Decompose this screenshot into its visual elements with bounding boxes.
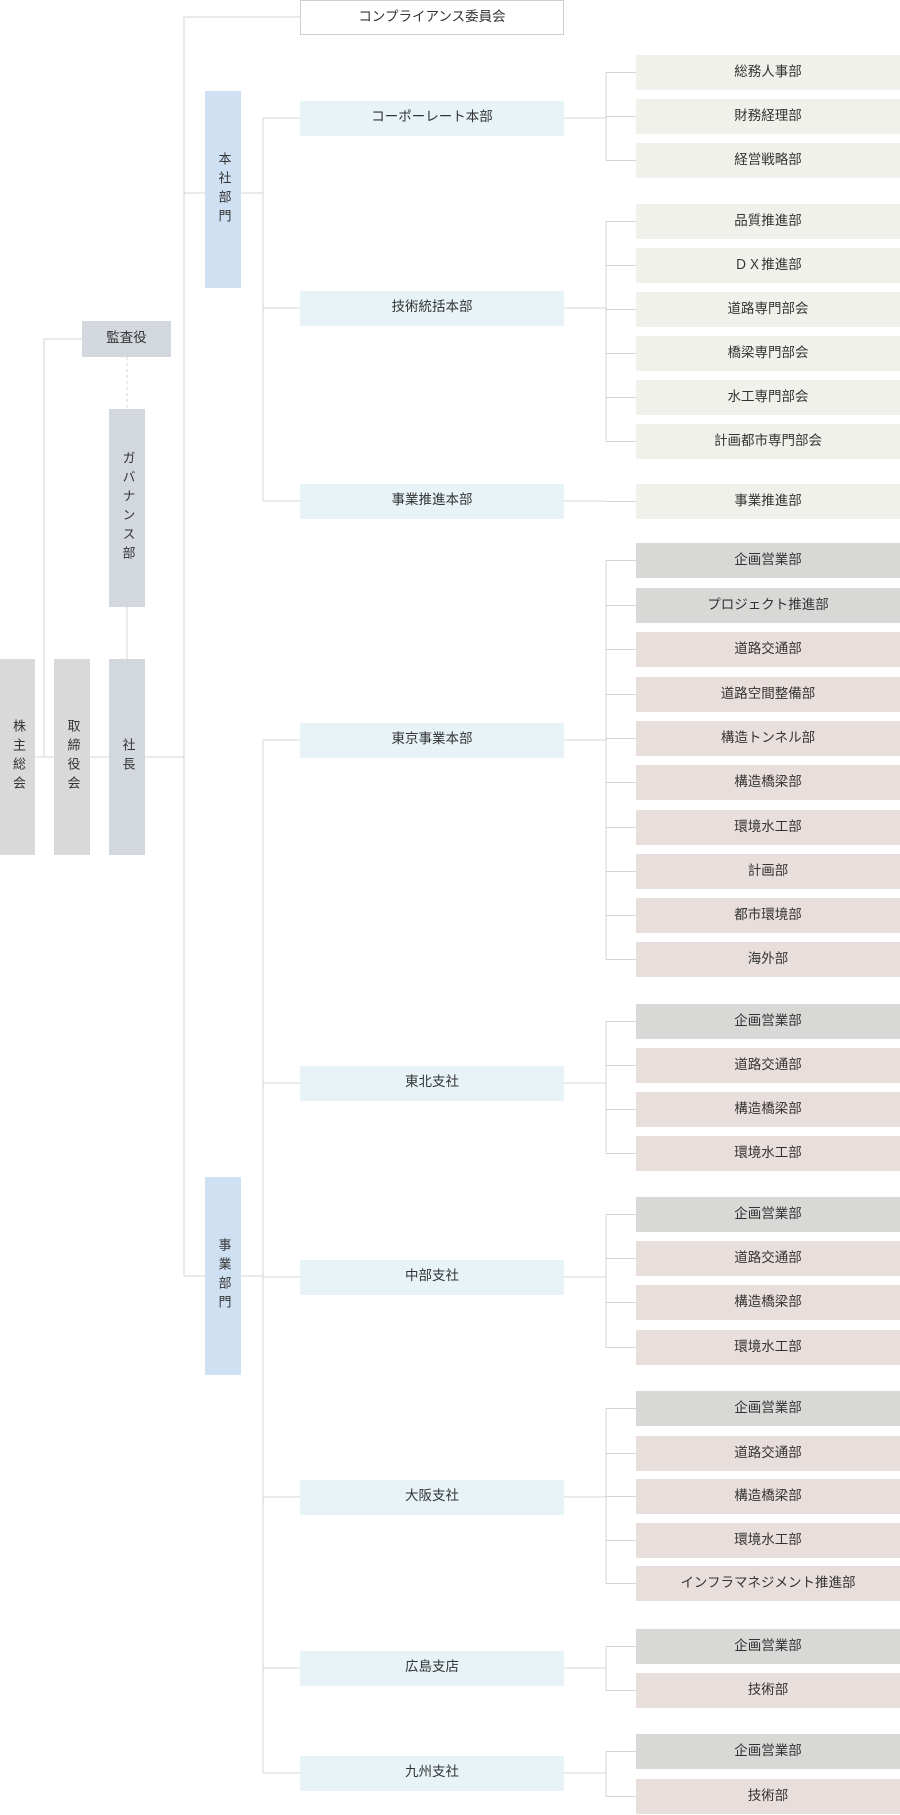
department-box: 道路専門部会 — [636, 292, 900, 327]
department-box: 総務人事部 — [636, 55, 900, 90]
department-box: 企画営業部 — [636, 1734, 900, 1769]
department-box: 構造橋梁部 — [636, 1092, 900, 1127]
shareholders-box: 株主総会 — [0, 659, 35, 855]
president-box: 社長 — [109, 659, 145, 855]
division-box: 中部支社 — [300, 1259, 564, 1295]
division-box: コーポーレート本部 — [300, 100, 564, 136]
department-box: 構造橋梁部 — [636, 765, 900, 800]
governance-box: ガバナンス部 — [109, 409, 145, 607]
department-box: 企画営業部 — [636, 1004, 900, 1039]
division-box: 広島支店 — [300, 1650, 564, 1686]
department-box: 企画営業部 — [636, 1629, 900, 1664]
department-box: 道路交通部 — [636, 1048, 900, 1083]
department-box: 道路交通部 — [636, 1241, 900, 1276]
department-box: 環境水工部 — [636, 1136, 900, 1171]
department-box: 道路空間整備部 — [636, 677, 900, 712]
department-box: 構造橋梁部 — [636, 1479, 900, 1514]
department-box: 都市環境部 — [636, 898, 900, 933]
division-box: 事業推進本部 — [300, 483, 564, 519]
department-box: 環境水工部 — [636, 1523, 900, 1558]
department-box: 事業推進部 — [636, 484, 900, 519]
department-box: 道路交通部 — [636, 1436, 900, 1471]
department-box: 技術部 — [636, 1779, 900, 1814]
department-box: 海外部 — [636, 942, 900, 977]
department-box: 経営戦略部 — [636, 143, 900, 178]
department-box: 財務経理部 — [636, 99, 900, 134]
department-box: 技術部 — [636, 1673, 900, 1708]
department-box: 道路交通部 — [636, 632, 900, 667]
department-box: インフラマネジメント推進部 — [636, 1566, 900, 1601]
board-box: 取締役会 — [54, 659, 90, 855]
department-box: 計画部 — [636, 854, 900, 889]
division-box: 東北支社 — [300, 1065, 564, 1101]
division-box: 東京事業本部 — [300, 722, 564, 758]
department-box: 構造橋梁部 — [636, 1285, 900, 1320]
compliance-committee-box: コンプライアンス委員会 — [300, 0, 564, 35]
department-box: 橋梁専門部会 — [636, 336, 900, 371]
division-box: 九州支社 — [300, 1755, 564, 1791]
department-box: 品質推進部 — [636, 204, 900, 239]
department-box: 企画営業部 — [636, 1197, 900, 1232]
department-box: 水工専門部会 — [636, 380, 900, 415]
department-box: 構造トンネル部 — [636, 721, 900, 756]
department-box: 企画営業部 — [636, 543, 900, 578]
division-box: 技術統括本部 — [300, 290, 564, 326]
department-box: プロジェクト推進部 — [636, 588, 900, 623]
department-box: 企画営業部 — [636, 1391, 900, 1426]
division-box: 大阪支社 — [300, 1479, 564, 1515]
auditor-box: 監査役 — [82, 321, 171, 357]
department-box: ＤＸ推進部 — [636, 248, 900, 283]
department-box: 環境水工部 — [636, 810, 900, 845]
department-box: 計画都市専門部会 — [636, 424, 900, 459]
business-section-box: 事業部門 — [205, 1177, 241, 1375]
department-box: 環境水工部 — [636, 1330, 900, 1365]
headquarters-section-box: 本社部門 — [205, 91, 241, 288]
